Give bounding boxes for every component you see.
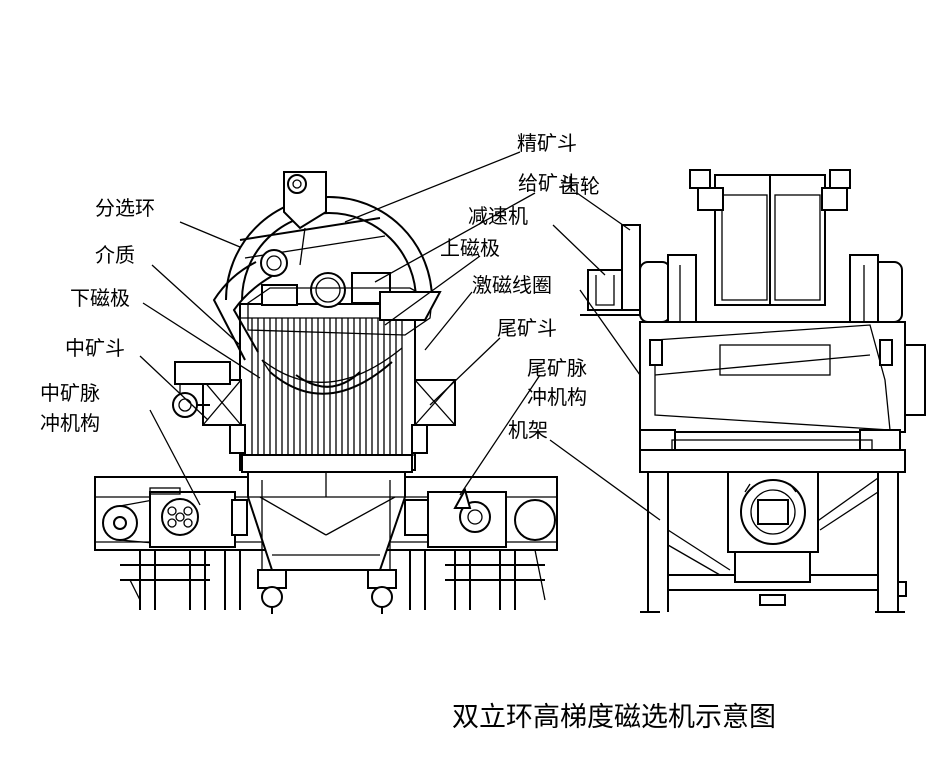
middle-pulse-mechanism: [102, 487, 248, 548]
side-lower-frame: [639, 449, 907, 613]
label-tailings-hopper: 尾矿斗: [497, 316, 557, 340]
middle-product-pipe: [172, 261, 273, 418]
gear-and-reducer: [580, 224, 641, 316]
label-excitation-coil: 激磁线圈: [472, 273, 552, 297]
side-view: [580, 169, 926, 613]
label-tail-pulse-line1: 尾矿脉: [527, 356, 587, 380]
label-middle-pulse-line1: 中矿脉: [40, 381, 100, 405]
label-middlings-hopper: 中矿斗: [65, 336, 125, 360]
label-middle-pulse-line2: 冲机构: [40, 411, 100, 435]
side-magnet-boxes: [174, 361, 456, 454]
label-separation-ring: 分选环: [95, 196, 155, 220]
feed-hopper: [283, 171, 327, 266]
front-left-legs: [120, 550, 210, 610]
label-concentrate-hopper: 精矿斗: [517, 131, 577, 155]
label-reducer: 减速机: [468, 204, 528, 228]
label-gear: 齿轮: [560, 174, 600, 198]
side-bottom-motor: [727, 471, 819, 606]
labels: 精矿斗 给矿斗 分选环 齿轮 减速机 介质 上磁极 下磁极 激磁线圈 尾矿斗 中…: [40, 131, 600, 442]
front-right-legs: [445, 549, 546, 610]
front-view: [94, 171, 558, 614]
upper-pole: [247, 287, 442, 336]
label-feed-hopper: 给矿斗: [518, 171, 578, 195]
label-medium: 介质: [95, 243, 135, 267]
label-tail-pulse-line2: 冲机构: [527, 385, 587, 409]
separation-ring: [225, 196, 433, 395]
label-lower-pole: 下磁极: [70, 286, 130, 310]
side-top-tower: [689, 169, 851, 306]
diagram-caption: 双立环高梯度磁选机示意图: [452, 702, 776, 733]
magnet-housing: [239, 303, 416, 473]
tail-pulse-mechanism: [404, 487, 556, 548]
label-upper-pole: 上磁极: [440, 236, 500, 260]
leader-lines: [139, 151, 661, 521]
side-main-body: [639, 321, 926, 451]
label-frame: 机架: [508, 418, 548, 442]
tailings-hopper: [247, 471, 406, 614]
